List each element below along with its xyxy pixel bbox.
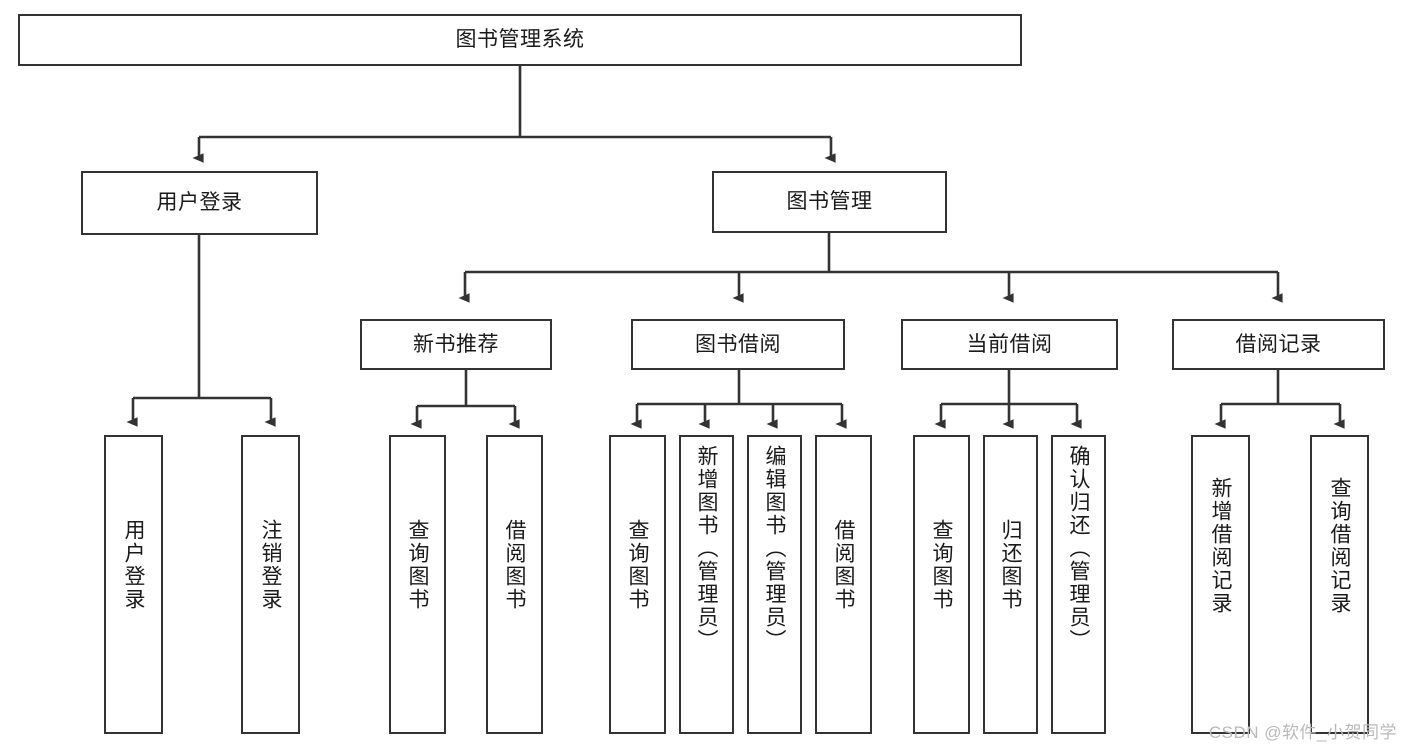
leaf-query-book-1[interactable]: 查询图书 [389, 435, 446, 734]
node-book-manage[interactable]: 图书管理 [712, 171, 947, 233]
leaf-add-borrow-record-label: 新增借阅记录 [1209, 477, 1232, 615]
leaf-borrow-book-2-label: 借阅图书 [832, 519, 855, 611]
leaf-edit-book-admin-label: 编辑图书（管理员） [763, 445, 786, 652]
node-new-book-recommend-label: 新书推荐 [413, 332, 499, 356]
leaf-confirm-return-admin[interactable]: 确认归还（管理员） [1051, 435, 1106, 734]
node-new-book-recommend[interactable]: 新书推荐 [360, 319, 552, 370]
leaf-query-book-2[interactable]: 查询图书 [609, 435, 666, 734]
leaf-query-borrow-record[interactable]: 查询借阅记录 [1310, 435, 1369, 734]
leaf-query-book-1-label: 查询图书 [406, 519, 429, 611]
leaf-user-login[interactable]: 用户登录 [104, 435, 163, 734]
csdn-watermark: CSDN @软件_小贺同学 [1208, 723, 1397, 742]
leaf-query-book-3-label: 查询图书 [930, 519, 953, 611]
leaf-query-borrow-record-label: 查询借阅记录 [1328, 477, 1351, 615]
leaf-borrow-book-2[interactable]: 借阅图书 [815, 435, 872, 734]
leaf-borrow-book-1[interactable]: 借阅图书 [486, 435, 543, 734]
node-book-manage-label: 图书管理 [786, 190, 873, 214]
leaf-add-book-admin-label: 新增图书（管理员） [695, 445, 718, 652]
leaf-return-book[interactable]: 归还图书 [983, 435, 1038, 734]
leaf-confirm-return-admin-label: 确认归还（管理员） [1067, 445, 1090, 652]
leaf-user-login-label: 用户登录 [122, 519, 145, 611]
node-user-login[interactable]: 用户登录 [81, 171, 318, 235]
node-user-login-label: 用户登录 [156, 191, 243, 215]
leaf-logout-login[interactable]: 注销登录 [241, 435, 300, 734]
leaf-edit-book-admin[interactable]: 编辑图书（管理员） [747, 435, 802, 734]
node-root-label: 图书管理系统 [455, 28, 585, 52]
leaf-query-book-2-label: 查询图书 [626, 519, 649, 611]
node-book-borrow-label: 图书借阅 [695, 332, 781, 356]
leaf-return-book-label: 归还图书 [999, 519, 1022, 611]
node-current-borrow[interactable]: 当前借阅 [901, 319, 1118, 370]
node-current-borrow-label: 当前借阅 [966, 332, 1053, 356]
leaf-borrow-book-1-label: 借阅图书 [503, 519, 526, 611]
node-root[interactable]: 图书管理系统 [18, 14, 1022, 66]
node-borrow-record-label: 借阅记录 [1235, 332, 1322, 356]
leaf-query-book-3[interactable]: 查询图书 [913, 435, 970, 734]
leaf-logout-login-label: 注销登录 [259, 519, 282, 611]
node-book-borrow[interactable]: 图书借阅 [631, 319, 845, 370]
leaf-add-book-admin[interactable]: 新增图书（管理员） [679, 435, 734, 734]
node-borrow-record[interactable]: 借阅记录 [1172, 319, 1385, 370]
leaf-add-borrow-record[interactable]: 新增借阅记录 [1191, 435, 1250, 734]
